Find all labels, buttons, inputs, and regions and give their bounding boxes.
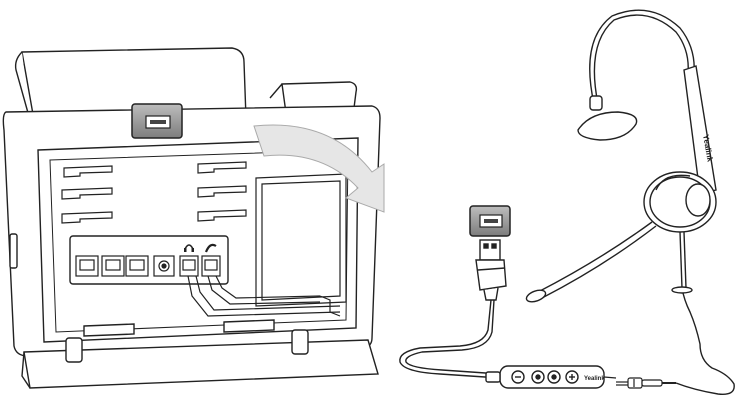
controller-volume-down-button [511, 370, 525, 384]
controller-mute-button [547, 370, 561, 384]
controller-call-button [531, 370, 545, 384]
phone-back-panel [2, 47, 381, 389]
controller-volume-up-button [565, 370, 579, 384]
wall-mount-slots [61, 161, 247, 224]
usb-port-icon [469, 205, 511, 237]
usb-cable-line [399, 299, 501, 379]
handset-port [201, 255, 221, 277]
cable-channel [255, 173, 347, 307]
ethernet-port-3 [125, 255, 149, 277]
headset-icon: Yealink [525, 9, 735, 395]
ethernet-port-2 [101, 255, 125, 277]
connector-panel [69, 235, 229, 285]
inline-controller-icon: Yealink [485, 365, 605, 389]
ethernet-port-1 [75, 255, 99, 277]
headset-port-icon [184, 244, 194, 250]
headset-port [179, 255, 199, 277]
controller-brand-label: Yealink [584, 376, 605, 382]
controller-cable-line [603, 376, 617, 379]
curved-arrow-icon [253, 124, 385, 213]
usb-connector-icon [475, 239, 507, 301]
handset-port-icon [204, 243, 217, 253]
power-jack [153, 255, 175, 277]
phone-cables [187, 275, 341, 317]
phone-usb-port [131, 103, 183, 139]
audio-jack-icon [616, 377, 676, 389]
